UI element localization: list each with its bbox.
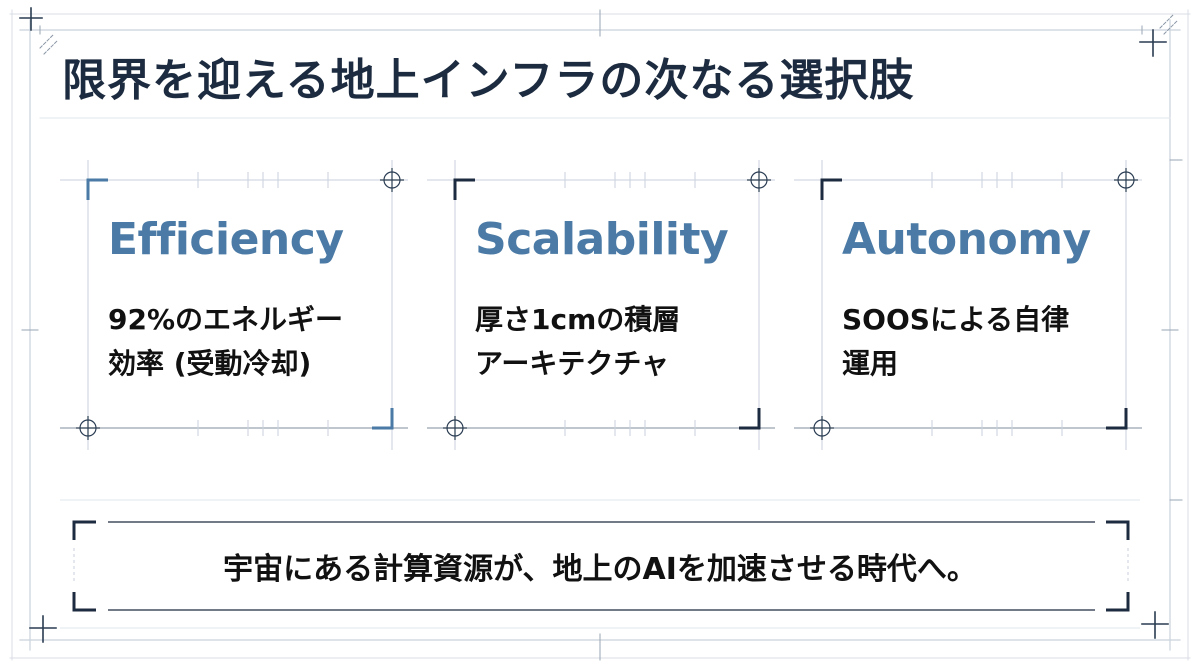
card-heading: Efficiency [108, 214, 344, 265]
card-line: アーキテクチャ [475, 347, 670, 380]
card-line: 効率 (受動冷却) [108, 347, 312, 380]
card-heading: Scalability [475, 214, 729, 265]
card-heading: Autonomy [842, 214, 1091, 265]
page-title: 限界を迎える地上インフラの次なる選択肢 [62, 55, 915, 106]
card-line: 厚さ1cmの積層 [475, 303, 681, 336]
card-line: SOOSによる自律 [842, 303, 1070, 336]
card-description: 厚さ1cmの積層 アーキテクチャ [475, 298, 680, 386]
card-scalability: Scalability 厚さ1cmの積層 アーキテクチャ [455, 180, 759, 428]
card-line: 92%のエネルギー [108, 303, 344, 336]
card-autonomy: Autonomy SOOSによる自律 運用 [822, 180, 1126, 428]
card-description: 92%のエネルギー 効率 (受動冷却) [108, 298, 343, 386]
card-line: 運用 [842, 347, 899, 380]
tagline: 宇宙にある計算資源が、地上のAIを加速させる時代へ。 [223, 552, 977, 587]
card-description: SOOSによる自律 運用 [842, 298, 1069, 386]
card-efficiency: Efficiency 92%のエネルギー 効率 (受動冷却) [88, 180, 392, 428]
